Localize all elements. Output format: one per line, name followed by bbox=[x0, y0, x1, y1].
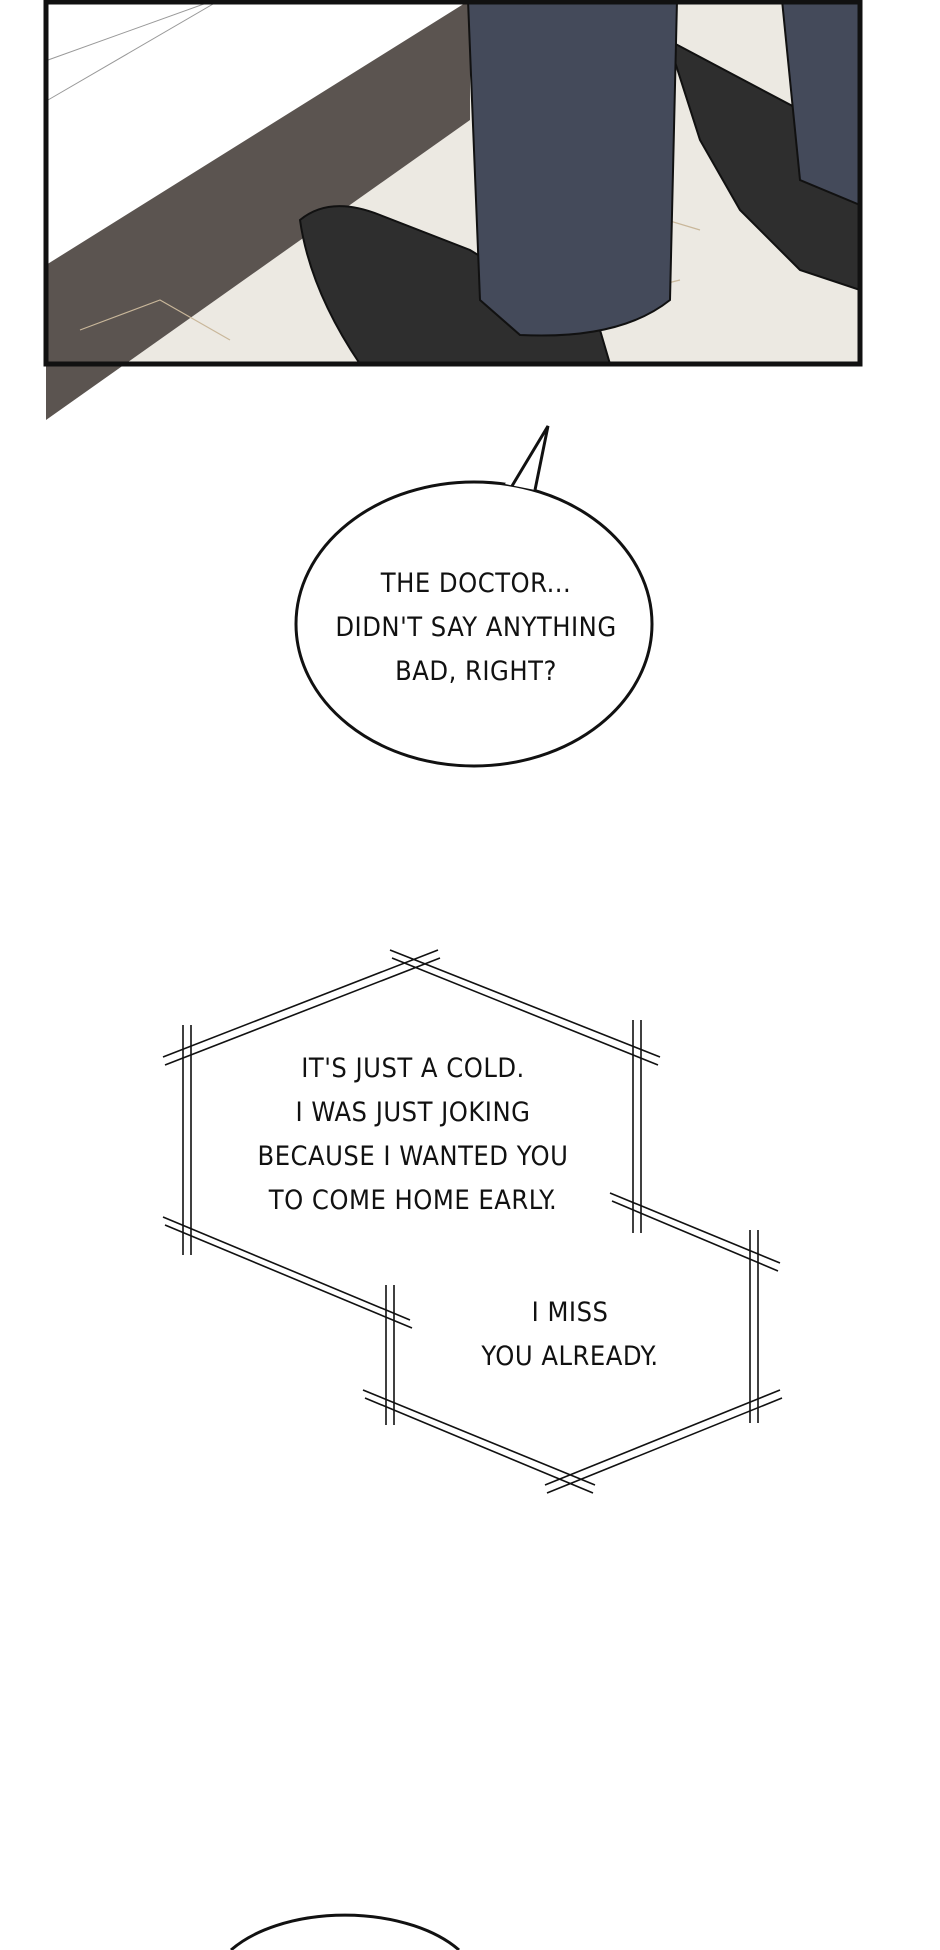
panel-feet-image bbox=[43, 0, 863, 420]
thought-line: I MISS bbox=[531, 1297, 609, 1328]
speech-bubble-partial bbox=[230, 1913, 460, 1950]
speech-bubble-text: THE DOCTOR... DIDN'T SAY ANYTHING BAD, R… bbox=[335, 562, 616, 694]
speech-line: BAD, RIGHT? bbox=[395, 656, 557, 687]
thought-box-2 bbox=[362, 1192, 783, 1494]
speech-line: THE DOCTOR... bbox=[380, 568, 572, 599]
thought-line: I WAS JUST JOKING bbox=[295, 1097, 531, 1128]
thought-line: TO COME HOME EARLY. bbox=[268, 1185, 558, 1216]
thought-box-2-text: I MISS YOU ALREADY. bbox=[481, 1291, 658, 1379]
speech-bubble bbox=[294, 425, 654, 768]
thought-line: IT'S JUST A COLD. bbox=[301, 1053, 525, 1084]
thought-line: BECAUSE I WANTED YOU bbox=[257, 1141, 569, 1172]
thought-line: YOU ALREADY. bbox=[481, 1341, 659, 1372]
speech-line: DIDN'T SAY ANYTHING bbox=[335, 612, 617, 643]
thought-box-1 bbox=[162, 949, 661, 1329]
thought-box-1-text: IT'S JUST A COLD. I WAS JUST JOKING BECA… bbox=[258, 1047, 569, 1223]
